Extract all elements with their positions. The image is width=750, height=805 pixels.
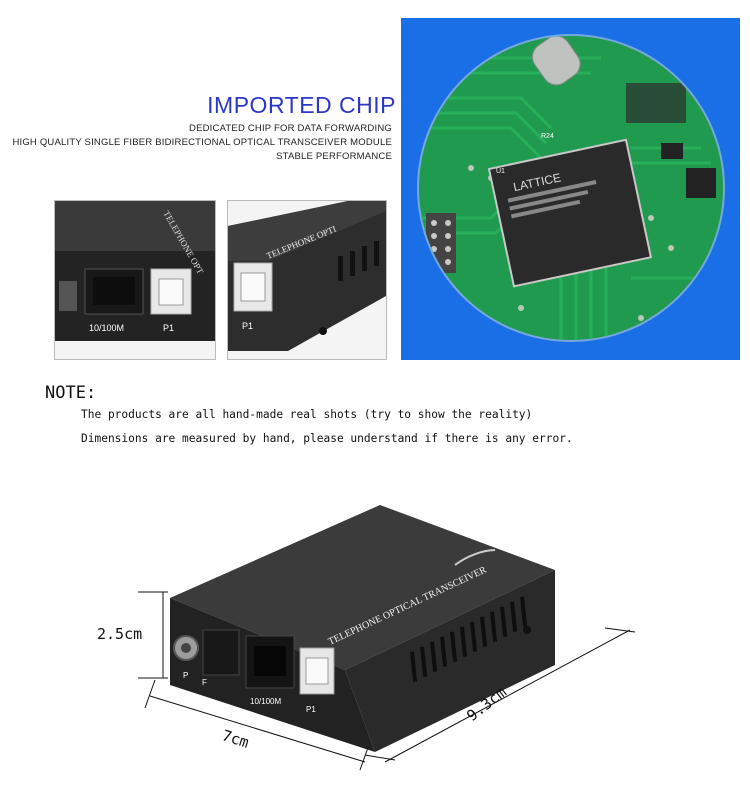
port-label-p1: P1 [163, 323, 174, 333]
note-line-2: Dimensions are measured by hand, please … [81, 432, 573, 445]
pcb-label-u1: U1 [496, 168, 505, 175]
led-label-p: P [183, 671, 188, 680]
chip-photo: LATTICE R24 U1 [401, 18, 740, 360]
port-label-p1: P1 [306, 705, 316, 714]
product-photo-side: TELEPHONE OPTI P1 [227, 200, 387, 360]
pcb-label-r24: R24 [541, 133, 554, 140]
product-photo-front: TELEPHONE OPT 10/100M P1 [54, 200, 216, 360]
port-label-lan: 10/100M [89, 323, 124, 333]
section-title: IMPORTED CHIP [207, 92, 396, 118]
feature-line-1: DEDICATED CHIP FOR DATA FORWARDING [189, 123, 392, 134]
feature-line-3: STABLE PERFORMANCE [276, 151, 392, 162]
note-heading: NOTE: [45, 383, 97, 403]
port-label-p1: P1 [242, 321, 253, 331]
pcb-illustration: LATTICE R24 U1 [417, 34, 725, 342]
note-line-1: The products are all hand-made real shot… [81, 408, 533, 421]
dimension-height: 2.5cm [97, 625, 143, 643]
dimension-lines [138, 591, 636, 771]
led-label-f: F [202, 678, 207, 687]
port-label-lan: 10/100M [250, 697, 281, 706]
feature-line-2: HIGH QUALITY SINGLE FIBER BIDIRECTIONAL … [12, 137, 392, 148]
product-illustration: TELEPHONE OPTICAL TRANSCEIVER P F 10/10 [0, 480, 750, 800]
